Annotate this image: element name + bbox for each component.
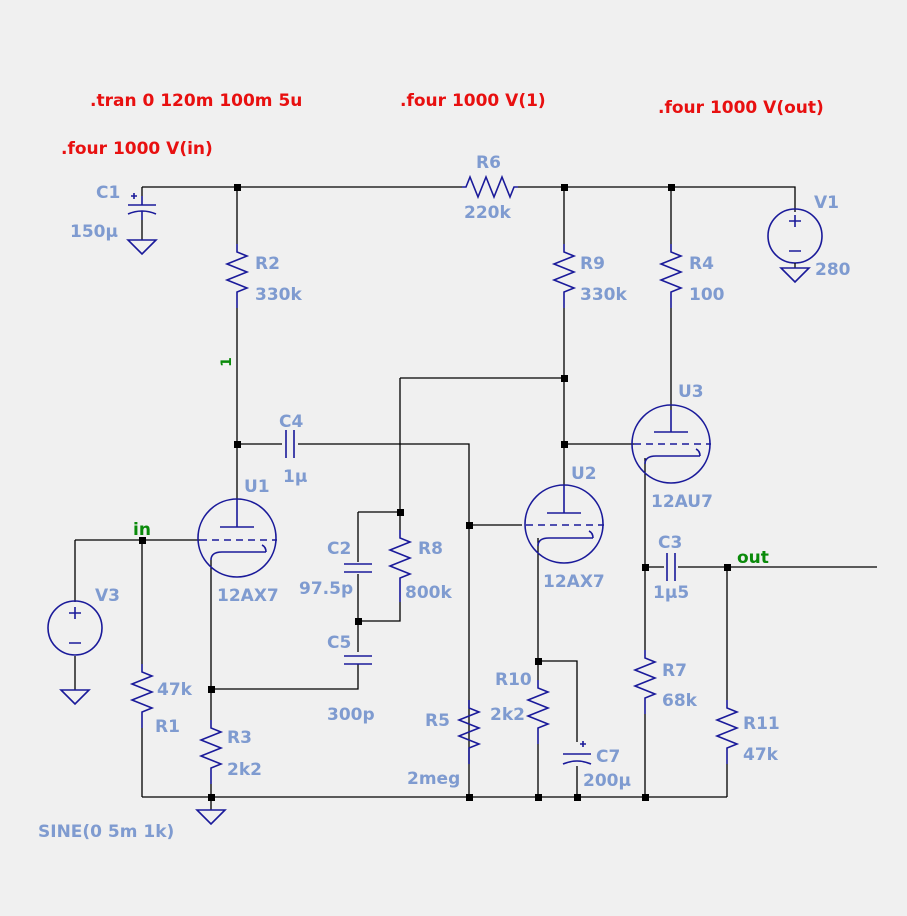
c3-name: C3	[658, 533, 682, 553]
c5-value: 300p	[327, 705, 375, 725]
v1-name: V1	[814, 193, 839, 213]
c1-name: C1	[96, 183, 120, 203]
resistor-r5	[456, 700, 482, 764]
r7-value: 68k	[662, 691, 698, 711]
u2-name: U2	[571, 464, 597, 484]
r9-value: 330k	[580, 285, 627, 305]
resistor-r1	[129, 664, 155, 728]
c7-name: C7	[596, 747, 620, 767]
wires	[74, 186, 877, 810]
c3-value: 1µ5	[653, 583, 689, 603]
u3-value: 12AU7	[651, 492, 713, 512]
r4-value: 100	[689, 285, 725, 305]
r8-name: R8	[418, 539, 443, 559]
triode-u2	[524, 484, 604, 564]
v1-value: 280	[815, 260, 851, 280]
net-label-in: in	[133, 520, 151, 540]
r5-name: R5	[425, 711, 450, 731]
v3-name: V3	[95, 586, 120, 606]
ground-symbol	[779, 267, 811, 284]
four-directive-out: .four 1000 V(out)	[658, 98, 824, 118]
r11-value: 47k	[743, 745, 779, 765]
four-directive-v1: .four 1000 V(1)	[400, 91, 546, 111]
resistor-r4	[658, 244, 684, 308]
r2-value: 330k	[255, 285, 302, 305]
u1-name: U1	[244, 477, 270, 497]
resistor-r7	[632, 650, 658, 714]
r3-value: 2k2	[227, 760, 262, 780]
capacitor-c5	[344, 655, 372, 665]
four-directive-in: .four 1000 V(in)	[61, 139, 213, 159]
r1-name: R1	[155, 717, 180, 737]
junctions	[139, 184, 731, 801]
r6-name: R6	[476, 153, 501, 173]
tran-directive: .tran 0 120m 100m 5u	[90, 91, 302, 111]
r10-value: 2k2	[490, 705, 525, 725]
capacitor-c7	[562, 741, 592, 765]
voltage-source-v1	[767, 208, 823, 268]
capacitor-c2	[344, 563, 372, 573]
r3-name: R3	[227, 728, 252, 748]
r7-name: R7	[662, 661, 687, 681]
triode-u3	[631, 404, 711, 484]
capacitor-c4	[285, 430, 295, 458]
resistor-r10	[525, 680, 551, 744]
r10-name: R10	[495, 670, 532, 690]
r2-name: R2	[255, 254, 280, 274]
ground-symbol	[126, 239, 158, 256]
c4-name: C4	[279, 412, 303, 432]
c2-name: C2	[327, 539, 351, 559]
u2-value: 12AX7	[543, 572, 605, 592]
r9-name: R9	[580, 254, 605, 274]
c7-value: 200µ	[583, 771, 631, 791]
voltage-source-v3	[47, 600, 103, 656]
resistor-r6	[462, 174, 518, 200]
source-spec: SINE(0 5m 1k)	[38, 822, 174, 842]
c1-value: 150µ	[70, 222, 118, 242]
triode-u1	[197, 498, 277, 578]
capacitor-c1	[127, 193, 157, 220]
r5-value: 2meg	[407, 769, 460, 789]
resistor-r2	[224, 244, 250, 308]
r4-name: R4	[689, 254, 714, 274]
resistor-r11	[714, 700, 740, 764]
c5-name: C5	[327, 633, 351, 653]
ground-symbol	[59, 689, 91, 706]
r6-value: 220k	[464, 203, 511, 223]
net-label-1: 1	[219, 357, 235, 367]
r11-name: R11	[743, 714, 780, 734]
r1-value: 47k	[157, 680, 193, 700]
net-label-out: out	[737, 548, 769, 568]
u3-name: U3	[678, 382, 704, 402]
resistor-r3	[198, 720, 224, 784]
u1-value: 12AX7	[217, 586, 279, 606]
resistor-r9	[551, 244, 577, 308]
resistor-r8	[387, 530, 413, 602]
capacitor-c3	[666, 553, 676, 581]
ground-symbol	[195, 809, 227, 826]
c2-value: 97.5p	[299, 579, 353, 599]
r8-value: 800k	[405, 583, 452, 603]
c4-value: 1µ	[283, 467, 307, 487]
